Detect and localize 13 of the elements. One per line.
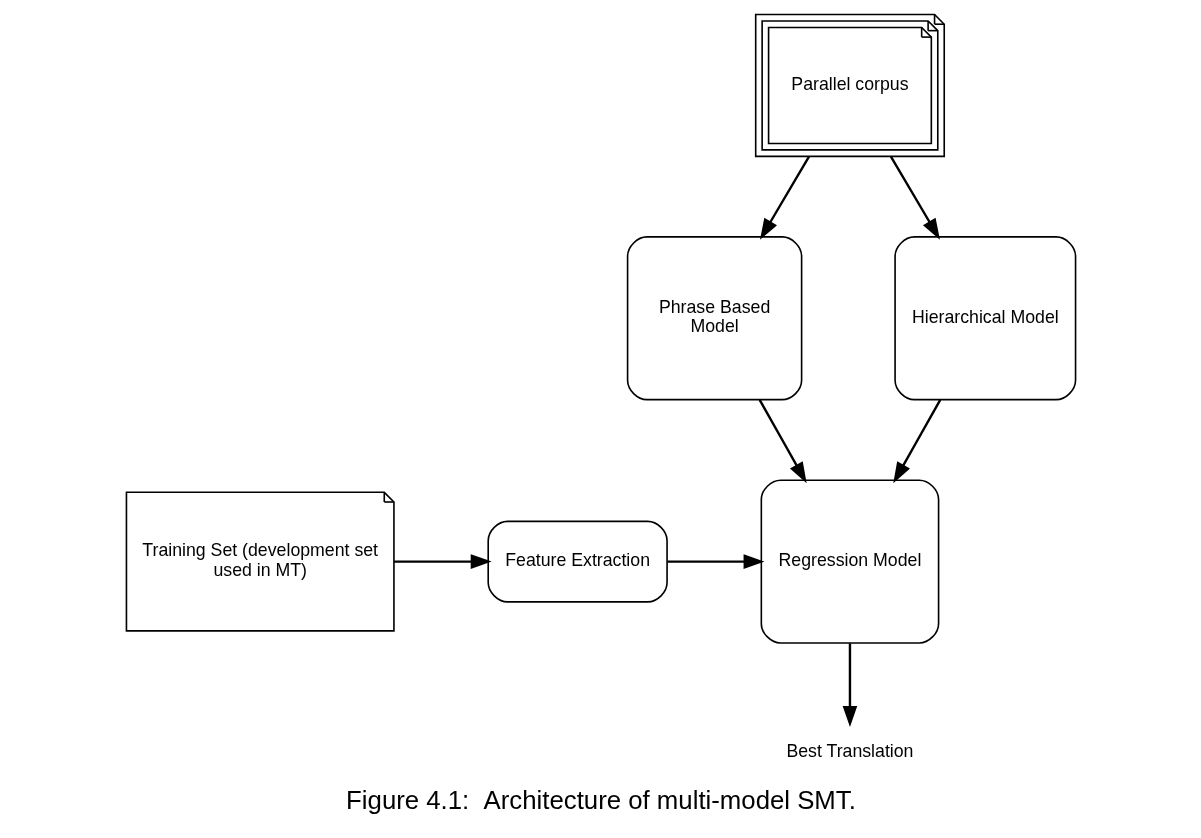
node-box: Hierarchical Model: [893, 236, 1076, 401]
node-box: Feature Extraction: [486, 520, 668, 603]
arrow: [759, 155, 810, 240]
arrow: [889, 155, 940, 240]
arrow: [393, 554, 492, 569]
arrow: [892, 399, 941, 484]
arrow: [667, 554, 765, 569]
node-box: Regression Model: [760, 479, 939, 644]
arrow: [842, 643, 857, 727]
node-box: Phrase Based Model: [626, 236, 802, 401]
caption: Figure 4.1: Architecture of multi-model SMT.: [345, 785, 856, 814]
node-text: Best Translation: [785, 741, 913, 762]
arrow: [758, 399, 807, 484]
